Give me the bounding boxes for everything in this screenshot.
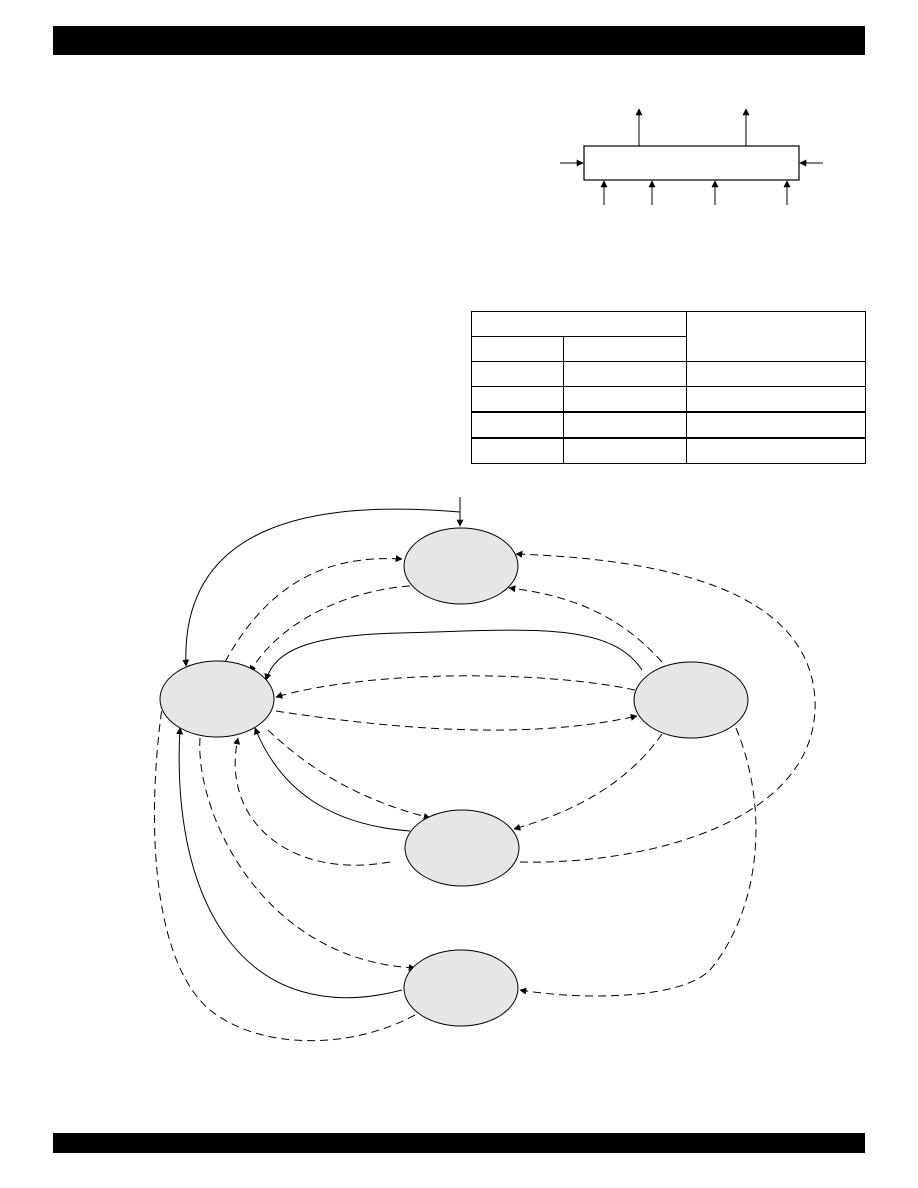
table-cell (563, 437, 687, 464)
transition-middle-left-dashed (233, 737, 391, 866)
state-middle (404, 809, 520, 887)
table-cell (471, 361, 564, 387)
table-cell (686, 437, 866, 464)
table-row (471, 411, 866, 439)
table-cell (686, 361, 866, 387)
table-row (471, 386, 866, 413)
table-cell (686, 386, 866, 413)
state-bottom (403, 949, 519, 1027)
transition-right-left-solid (264, 629, 643, 681)
transition-left-top-dashed-1 (224, 555, 403, 663)
table-header-col1 (471, 336, 564, 362)
transition-right-middle-dashed (513, 733, 663, 831)
state-diagram (153, 497, 816, 1042)
footer-bar (53, 1133, 865, 1153)
table-cell (686, 411, 866, 439)
table-header-col2 (563, 336, 687, 362)
table-cell (471, 386, 564, 413)
transition-right-top-dashed (508, 585, 663, 663)
header-bar (53, 26, 865, 55)
block-symbol (560, 108, 823, 205)
block-box (583, 145, 800, 181)
transition-bottom-left-outer-dashed (153, 687, 416, 1042)
transition-left-bottom-dashed (199, 737, 416, 972)
table-cell (563, 361, 687, 387)
truth-table (471, 311, 866, 464)
state-right (633, 661, 749, 739)
transition-middle-left-solid (254, 727, 411, 832)
state-top (403, 527, 519, 605)
table-row (471, 361, 866, 387)
transition-top-left-dashed-2 (249, 585, 411, 673)
transition-bottom-left-solid (176, 727, 403, 999)
table-header-output (686, 311, 866, 362)
transition-left-middle-dashed (267, 729, 431, 820)
transition-right-left-dashed (275, 675, 636, 699)
table-cell (563, 411, 687, 439)
transition-right-bottom-dashed (519, 727, 757, 997)
table-cell (563, 386, 687, 413)
transition-top-left-solid (182, 508, 461, 667)
transition-middle-top-loop-dashed (515, 550, 816, 863)
table-cell (471, 437, 564, 464)
state-left (159, 660, 275, 738)
table-header-group (471, 311, 687, 337)
table-row (471, 437, 866, 464)
table-cell (471, 411, 564, 439)
transition-left-right-dashed (275, 710, 638, 731)
